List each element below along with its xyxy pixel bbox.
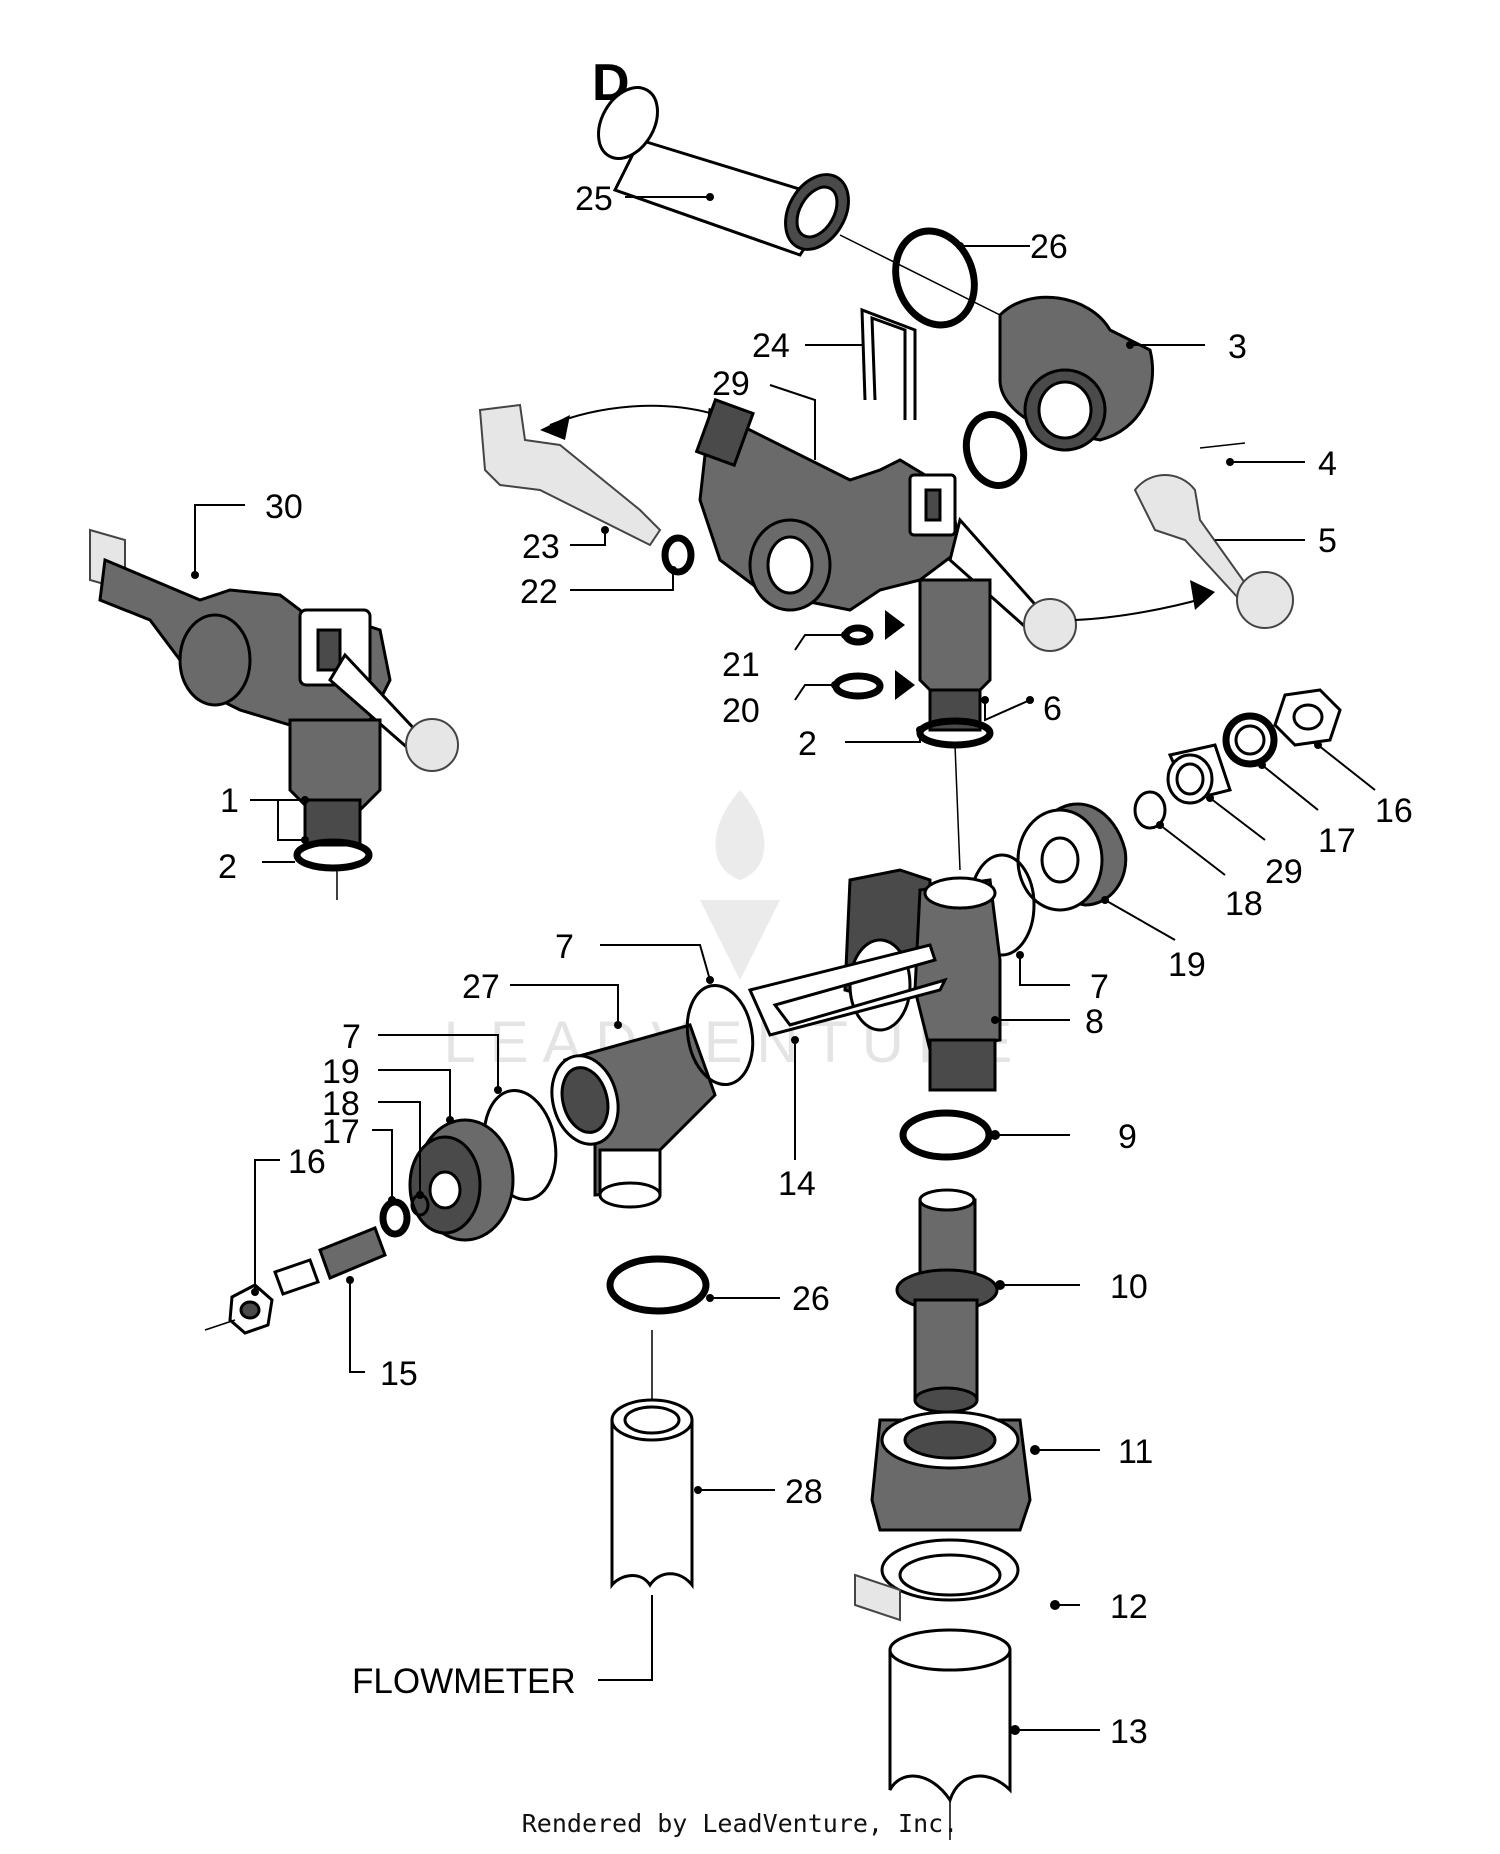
part-26-snap-ring-upper [892,227,978,329]
callout-21: 21 [722,646,760,684]
callout-22: 22 [520,573,558,611]
callout-11: 11 [1118,1433,1153,1471]
callout-16-upper: 16 [1375,792,1413,830]
callout-18-lower: 18 [322,1085,360,1123]
part-16-nut-lower [228,1283,274,1335]
callout-14: 14 [778,1165,816,1203]
callout-labels: 25 26 24 3 29 4 30 5 23 22 21 20 6 2 16 … [218,180,1413,1751]
part-28-tube [610,1398,694,1590]
callout-8: 8 [1085,1003,1104,1041]
part-22-o-ring [661,534,695,576]
watermark: LEADVENTURE [444,790,1027,1075]
callout-28: 28 [785,1473,823,1511]
part-19-cap-upper [1016,802,1128,912]
part-15-screw [273,1226,387,1296]
callout-17-lower: 17 [322,1113,360,1151]
part-17-washer-upper [1222,712,1278,768]
part-14-bracket [747,943,948,1037]
part-13-hose [888,1628,1012,1804]
callout-13: 13 [1110,1713,1148,1751]
callout-dots [191,193,1322,1735]
part-10-fitting [895,1188,999,1414]
part-30-valve-assembly [89,528,459,847]
part-26-snap-ring-lower [606,1255,710,1315]
callout-17-upper: 17 [1318,822,1356,860]
part-29-o-ring-upper [962,410,1028,490]
callout-2-upper: 2 [798,725,817,763]
part-12-clamp [854,1538,1020,1622]
part-5-handle-ghost [1133,474,1294,629]
part-18-o-ring-upper [1133,790,1167,830]
callout-23: 23 [522,528,560,566]
arrow-icon [540,415,570,440]
callout-7-middle: 7 [555,928,574,966]
callout-19-upper: 19 [1168,946,1206,984]
flowmeter-label: FLOWMETER [352,1662,576,1701]
part-9-ring [899,1109,993,1161]
part-2-o-ring-left [293,838,373,872]
callout-29-right: 29 [1265,853,1303,891]
callout-29-upper: 29 [712,365,750,403]
part-29-spacer-upper [1166,743,1232,805]
part-19-cap-lower [408,1118,515,1242]
callout-15: 15 [380,1355,418,1393]
part-7-seal-middle [685,983,755,1087]
callout-10: 10 [1110,1268,1148,1306]
callout-6: 6 [1043,690,1062,728]
callout-30: 30 [265,488,303,526]
arrow-icon [885,610,905,640]
callout-9: 9 [1118,1118,1137,1156]
callout-27: 27 [462,968,500,1006]
callout-5: 5 [1318,522,1337,560]
leader-lines [194,196,1376,1731]
part-25-tube [597,86,850,257]
part-23-valve-stem-ghost [478,403,662,547]
arrow-icon [895,670,915,700]
part-21-small-ring [842,624,874,646]
main-valve-body [694,397,1077,732]
callout-26-upper: 26 [1030,228,1068,266]
callout-16-lower: 16 [288,1143,326,1181]
watermark-text: LEADVENTURE [444,1010,1027,1075]
callout-20: 20 [722,692,760,730]
callout-7-left: 7 [342,1018,361,1056]
part-11-hex-nut [870,1410,1032,1532]
callout-1: 1 [220,782,239,820]
part-3-elbow [998,295,1155,452]
callout-2-left: 2 [218,848,237,886]
callout-4: 4 [1318,445,1337,483]
arrow-icon [1190,580,1215,610]
callout-26-lower: 26 [792,1280,830,1318]
callout-12: 12 [1110,1588,1148,1626]
callout-18-upper: 18 [1225,885,1263,923]
callout-25: 25 [575,180,613,218]
part-20-ring [832,672,884,700]
part-16-nut-upper [1273,688,1342,747]
part-27-elbow [550,1023,717,1209]
callout-24: 24 [752,327,790,365]
callout-3: 3 [1228,328,1247,366]
flame-logo-icon [700,790,780,980]
callout-19-lower: 19 [322,1053,360,1091]
part-17-washer-lower [379,1198,411,1238]
callout-7-upper: 7 [1090,968,1109,1006]
part-24-u-pin [860,307,917,420]
footer-credit: Rendered by LeadVenture, Inc. [522,1809,959,1838]
